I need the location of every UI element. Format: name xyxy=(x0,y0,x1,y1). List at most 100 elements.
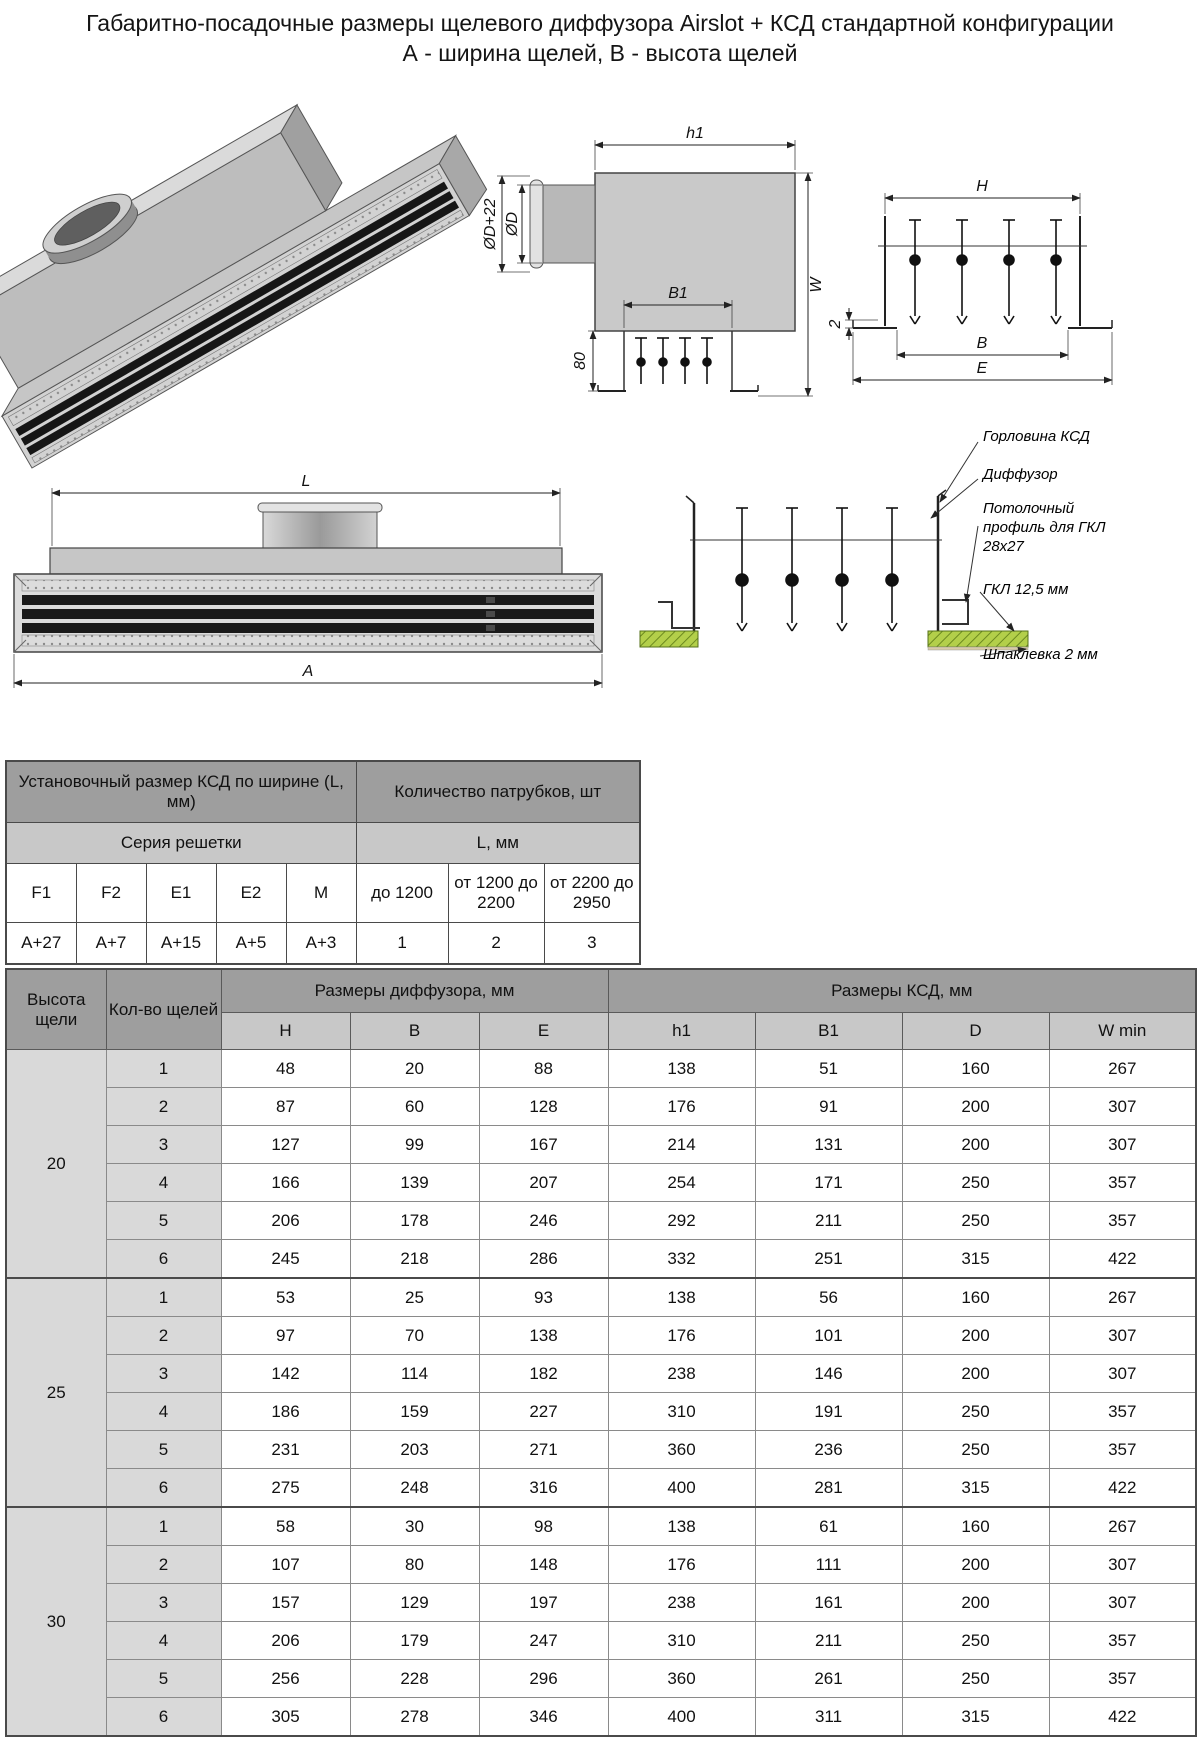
dimension-cell: 307 xyxy=(1048,1125,1197,1164)
dimension-cell: 200 xyxy=(901,1316,1050,1355)
dimension-cell: 271 xyxy=(478,1430,609,1469)
slot-count-cell: 5 xyxy=(105,1659,222,1698)
dimension-cell: 48 xyxy=(220,1049,351,1088)
dimension-cell: 261 xyxy=(754,1659,903,1698)
dimension-cell: 61 xyxy=(754,1506,903,1546)
dim-label-dD: ØD xyxy=(504,212,521,237)
dimension-cell: 357 xyxy=(1048,1621,1197,1660)
dimension-cell: 107 xyxy=(220,1545,351,1584)
dimension-cell: 200 xyxy=(901,1087,1050,1126)
isometric-view xyxy=(0,103,488,469)
dimension-cell: 131 xyxy=(754,1125,903,1164)
dimension-cell: 315 xyxy=(901,1468,1050,1508)
dimension-cell: 236 xyxy=(754,1430,903,1469)
dimension-cell: 51 xyxy=(754,1049,903,1088)
cross-section-view: H 2 B E xyxy=(827,178,1113,385)
dimension-cell: 346 xyxy=(478,1697,609,1737)
dimension-cell: 138 xyxy=(607,1049,756,1088)
slot-count-cell: 1 xyxy=(105,1049,222,1088)
dimension-cell: 267 xyxy=(1048,1506,1197,1546)
dimension-cell: 211 xyxy=(754,1201,903,1240)
slot-count-cell: 2 xyxy=(105,1545,222,1584)
dimension-cell: 128 xyxy=(478,1087,609,1126)
dimension-cell: 360 xyxy=(607,1430,756,1469)
install-size-table: Установочный размер КСД по ширине (L, мм… xyxy=(5,760,642,965)
dimension-cell: 161 xyxy=(754,1583,903,1622)
dim-label-b1: B1 xyxy=(668,285,688,302)
callout-gkl: ГКЛ 12,5 мм xyxy=(983,581,1069,598)
slot-count-cell: 1 xyxy=(105,1277,222,1317)
dimension-cell: 357 xyxy=(1048,1430,1197,1469)
dimension-cell: 296 xyxy=(478,1659,609,1698)
dimension-cell: 307 xyxy=(1048,1545,1197,1584)
dimension-cell: 357 xyxy=(1048,1659,1197,1698)
col-Wmin: W min xyxy=(1048,1012,1197,1050)
series-value: A+7 xyxy=(75,922,147,965)
table-subheader-row: H B E h1 B1 D W min xyxy=(6,1012,1197,1050)
col-D: D xyxy=(901,1012,1050,1050)
dimension-cell: 129 xyxy=(349,1583,480,1622)
detail-section xyxy=(639,441,1029,657)
dimension-cell: 360 xyxy=(607,1659,756,1698)
dimension-cell: 214 xyxy=(607,1125,756,1164)
dim-label-dD22: ØD+22 xyxy=(482,198,499,250)
dimension-cell: 160 xyxy=(901,1506,1050,1546)
slot-height-cell: 25 xyxy=(5,1277,107,1508)
callout-diffuser: Диффузор xyxy=(983,466,1058,483)
dimension-cell: 98 xyxy=(478,1506,609,1546)
dimension-cell: 245 xyxy=(220,1239,351,1279)
page-title-line2: А - ширина щелей, В - высота щелей xyxy=(402,40,798,67)
series-value: A+3 xyxy=(285,922,357,965)
dimension-cell: 332 xyxy=(607,1239,756,1279)
dimension-cell: 25 xyxy=(349,1277,480,1317)
dim-label-B: B xyxy=(977,335,988,352)
dimension-cell: 197 xyxy=(478,1583,609,1622)
dimension-cell: 160 xyxy=(901,1049,1050,1088)
dimension-cell: 97 xyxy=(220,1316,351,1355)
col-h1: h1 xyxy=(607,1012,756,1050)
group-diffuser-dims: Размеры диффузора, мм xyxy=(220,968,609,1013)
dimension-cell: 179 xyxy=(349,1621,480,1660)
dimension-cell: 157 xyxy=(220,1583,351,1622)
callout-spackle: Шпаклевка 2 мм xyxy=(983,646,1098,663)
series-col: M xyxy=(285,863,357,923)
dimension-cell: 20 xyxy=(349,1049,480,1088)
series-col: E1 xyxy=(145,863,217,923)
slot-count-cell: 5 xyxy=(105,1201,222,1240)
dimension-cell: 250 xyxy=(901,1430,1050,1469)
subheader-grille-series: Серия решетки xyxy=(5,822,357,864)
dimension-cell: 422 xyxy=(1048,1697,1197,1737)
table-header-row: Высота щели Кол-во щелей Размеры диффузо… xyxy=(5,968,1197,1050)
dim-label-A: A xyxy=(302,663,314,680)
dimension-cell: 182 xyxy=(478,1354,609,1393)
table-row: Установочный размер КСД по ширине (L, мм… xyxy=(5,760,641,823)
slot-count-cell: 3 xyxy=(105,1125,222,1164)
dimension-cell: 250 xyxy=(901,1392,1050,1431)
dimension-cell: 422 xyxy=(1048,1468,1197,1508)
col-B: B xyxy=(349,1012,480,1050)
count-value: 1 xyxy=(355,922,449,965)
dimension-cell: 101 xyxy=(754,1316,903,1355)
dim-label-w: W xyxy=(808,276,825,293)
dimension-cell: 138 xyxy=(607,1506,756,1546)
dim-label-80: 80 xyxy=(572,352,589,370)
dimension-cell: 400 xyxy=(607,1697,756,1737)
length-range-col: от 1200 до 2200 xyxy=(447,863,545,923)
dim-label-L: L xyxy=(302,473,311,490)
dimension-cell: 167 xyxy=(478,1125,609,1164)
dimension-cell: 60 xyxy=(349,1087,480,1126)
dimension-cell: 58 xyxy=(220,1506,351,1546)
slot-count-cell: 1 xyxy=(105,1506,222,1546)
dimension-cell: 357 xyxy=(1048,1201,1197,1240)
dimension-cell: 227 xyxy=(478,1392,609,1431)
dimension-cell: 138 xyxy=(607,1277,756,1317)
